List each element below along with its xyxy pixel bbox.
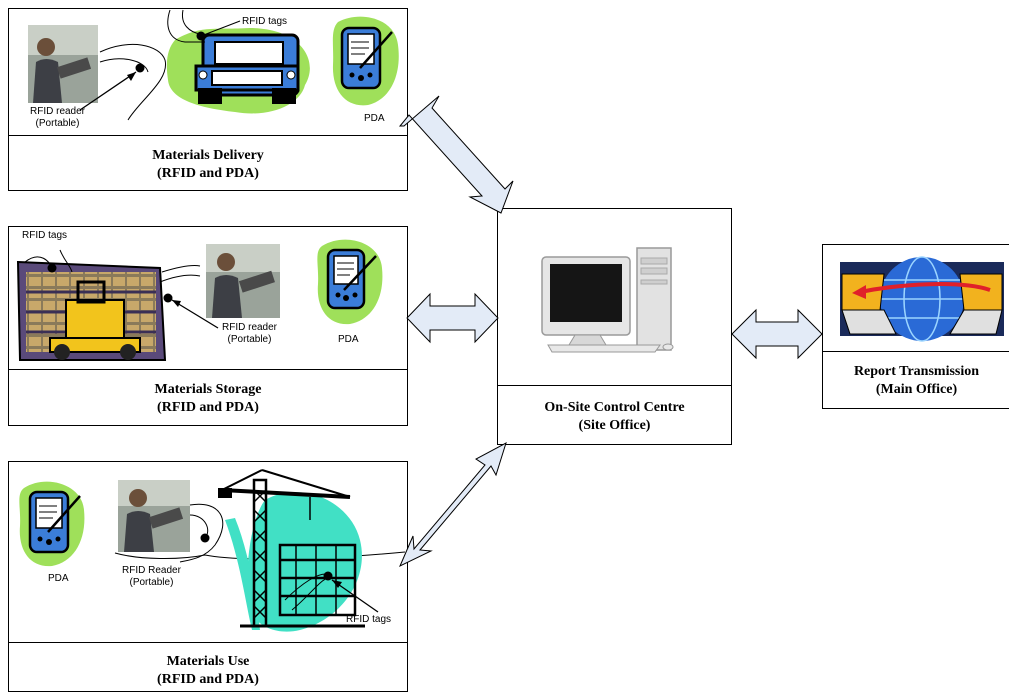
delivery-reader-label-line2: (Portable) bbox=[35, 118, 80, 129]
delivery-title: Materials Delivery bbox=[152, 148, 264, 163]
control-report-arrow bbox=[731, 308, 823, 360]
use-pda-label: PDA bbox=[48, 573, 69, 584]
delivery-pda-label: PDA bbox=[364, 113, 385, 124]
use-tags-label: RFID tags bbox=[346, 614, 392, 625]
delivery-tags-label: RFID tags bbox=[242, 16, 288, 27]
photo-worker-icon bbox=[118, 480, 190, 552]
storage-control-arrow bbox=[406, 292, 499, 344]
storage-reader-label-line2: (Portable) bbox=[227, 334, 272, 345]
control-divider bbox=[498, 385, 731, 386]
use-subtitle: (RFID and PDA) bbox=[157, 672, 259, 687]
globe-laptops-icon bbox=[840, 256, 1004, 342]
use-control-arrow bbox=[399, 441, 507, 568]
delivery-divider bbox=[9, 135, 407, 136]
rfid-dot-icon bbox=[135, 63, 145, 73]
computer-icon bbox=[541, 247, 674, 353]
crane-building-icon bbox=[218, 469, 365, 632]
use-reader-label-line2: (Portable) bbox=[129, 577, 174, 588]
use-reader-label: RFID Reader (Portable) bbox=[122, 565, 181, 589]
photo-worker-icon bbox=[206, 244, 280, 318]
control-subtitle: (Site Office) bbox=[578, 418, 651, 433]
use-title: Materials Use bbox=[166, 654, 250, 669]
pda-icon bbox=[332, 16, 399, 106]
warehouse-forklift-icon bbox=[16, 260, 167, 361]
report-title: Report Transmission bbox=[853, 364, 980, 379]
storage-reader-label: RFID reader (Portable) bbox=[222, 322, 277, 346]
use-divider bbox=[9, 642, 407, 643]
delivery-reader-label-line1: RFID reader bbox=[30, 106, 86, 117]
storage-divider bbox=[9, 369, 407, 370]
use-reader-label-line1: RFID Reader bbox=[122, 565, 181, 576]
delivery-control-arrow bbox=[398, 95, 514, 214]
delivery-subtitle: (RFID and PDA) bbox=[157, 166, 259, 181]
pda-icon bbox=[19, 481, 85, 567]
pda-icon bbox=[317, 239, 383, 325]
storage-subtitle: (RFID and PDA) bbox=[157, 400, 259, 415]
storage-pda-label: PDA bbox=[338, 334, 359, 345]
report-divider bbox=[823, 351, 1009, 352]
storage-title: Materials Storage bbox=[154, 382, 262, 397]
control-title: On-Site Control Centre bbox=[544, 400, 685, 415]
storage-tags-label: RFID tags bbox=[22, 230, 68, 241]
photo-worker-icon bbox=[28, 25, 98, 103]
delivery-reader-label: RFID reader (Portable) bbox=[30, 106, 85, 130]
report-subtitle: (Main Office) bbox=[875, 382, 958, 397]
truck-icon bbox=[166, 28, 310, 114]
storage-reader-label-line1: RFID reader bbox=[222, 322, 278, 333]
